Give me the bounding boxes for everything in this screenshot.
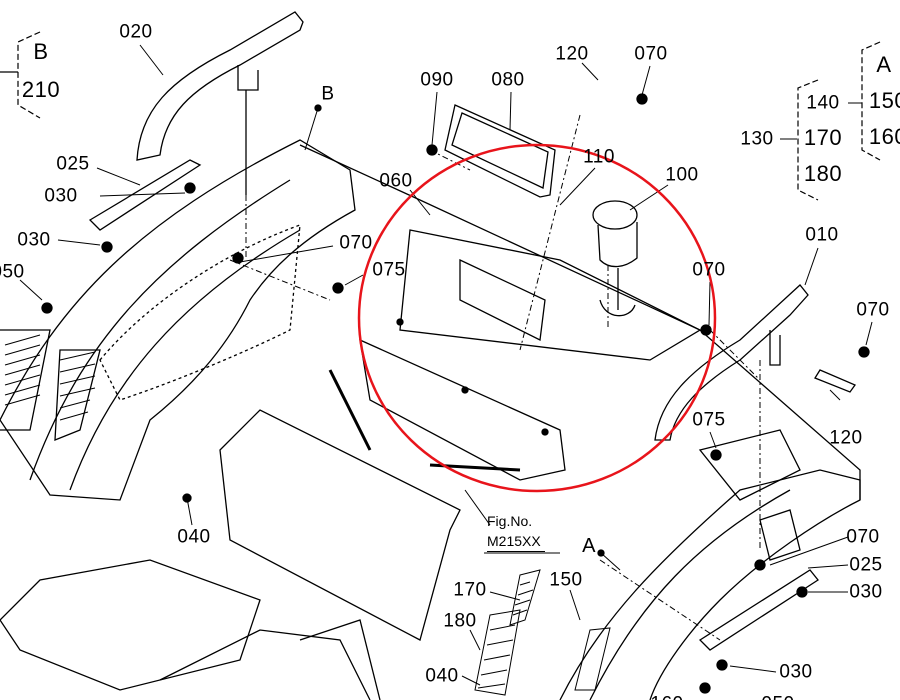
callout-030: 030 (44, 185, 78, 207)
reference-brackets (17, 31, 881, 201)
callout-120: 120 (829, 427, 863, 449)
callout-040: 040 (177, 526, 211, 548)
callout-030: 030 (17, 229, 51, 251)
callout-070: 070 (634, 43, 668, 65)
callout-070: 070 (856, 299, 890, 321)
callout-120: 120 (555, 43, 589, 65)
marker-b: B (321, 83, 335, 105)
callout-030: 030 (849, 581, 883, 603)
fig-label: Fig.No. (487, 513, 533, 529)
floor-panel (0, 144, 861, 700)
marker-a: A (582, 535, 596, 557)
hatched-reflectors (474, 569, 611, 696)
callout-170: 170 (453, 579, 487, 601)
callout-040: 040 (425, 665, 459, 687)
callout-050: 050 (761, 695, 794, 700)
assembly-leader-lines (229, 114, 761, 641)
highlight-circle (357, 143, 717, 493)
handle-020 (88, 11, 304, 231)
callout-070: 070 (339, 232, 373, 254)
callout-060: 060 (379, 170, 413, 192)
ref-a-letter: A (876, 52, 892, 77)
callout-090: 090 (420, 69, 454, 91)
callout-050: 050 (0, 261, 25, 283)
callout-080: 080 (491, 69, 525, 91)
left-grille-hatch (4, 334, 96, 421)
right-fender (559, 429, 861, 700)
left-fender (0, 139, 356, 501)
callout-140: 140 (806, 92, 840, 114)
cover-080 (444, 104, 556, 198)
callout-020: 020 (119, 21, 153, 43)
callout-180-group: 180 (803, 161, 843, 186)
callout-170-group: 170 (803, 125, 843, 150)
callout-130: 130 (740, 128, 774, 150)
callout-070: 070 (846, 526, 880, 548)
callout-010: 010 (805, 224, 839, 246)
callout-025: 025 (849, 554, 883, 576)
callout-030: 030 (779, 661, 813, 683)
right-handle-010 (654, 284, 856, 441)
callout-075: 075 (372, 259, 406, 281)
figure-number-label: Fig.No. M215XX (487, 512, 545, 553)
callout-075: 075 (692, 409, 726, 431)
callout-150-group: 150 (868, 88, 900, 113)
callout-leaders (19, 44, 873, 686)
callout-160-group: 160 (868, 124, 900, 149)
callout-180: 180 (443, 610, 477, 632)
callout-150: 150 (549, 569, 583, 591)
callout-160: 160 (650, 695, 683, 700)
ref-b-number: 210 (21, 77, 61, 102)
callout-025: 025 (56, 153, 90, 175)
callout-110: 110 (583, 146, 615, 168)
callout-100: 100 (665, 164, 699, 186)
fasteners (41, 93, 870, 694)
callout-070: 070 (692, 259, 726, 281)
fig-number: M215XX (487, 532, 545, 553)
cup-holder-100 (592, 200, 638, 317)
ref-b-letter: B (33, 39, 49, 64)
